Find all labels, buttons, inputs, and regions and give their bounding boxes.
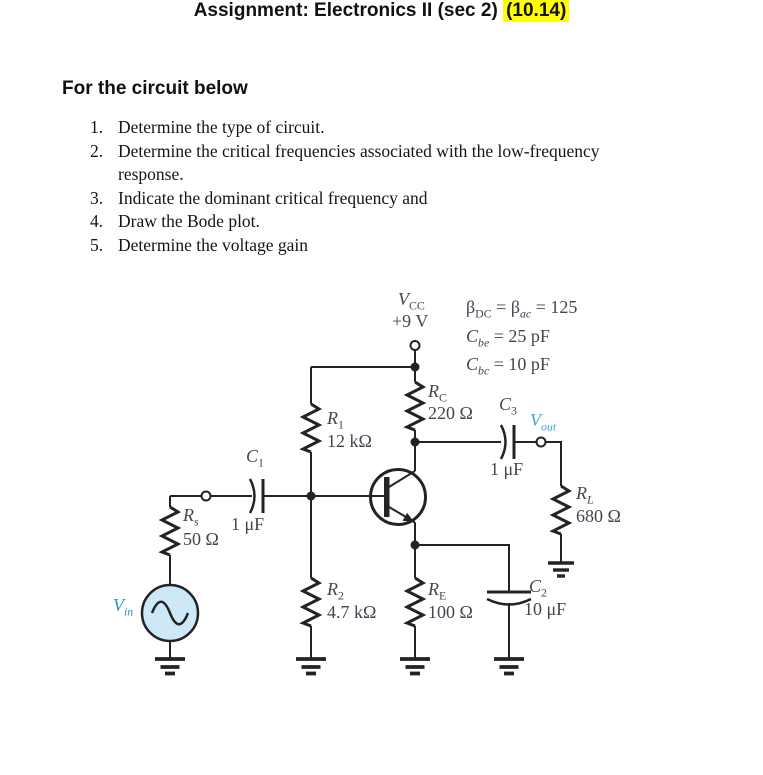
capacitor-curved-plate xyxy=(248,478,256,514)
vcc-terminal xyxy=(409,340,421,351)
transistor-emitter-arrow xyxy=(402,512,414,522)
resistor-re xyxy=(403,576,427,628)
c1-value: 1 μF xyxy=(231,514,265,534)
capacitor-c1 xyxy=(248,478,265,514)
transistor-body xyxy=(369,468,427,526)
vcc-label: VCC xyxy=(398,289,425,313)
ground-symbols xyxy=(155,561,574,676)
page-title-text: Assignment: Electronics II (sec 2) xyxy=(193,0,498,21)
ground-icon xyxy=(494,657,524,676)
c3-value: 1 μF xyxy=(490,459,524,479)
r2-value: 4.7 kΩ xyxy=(327,602,377,622)
c2-label: C2 xyxy=(529,576,547,600)
junction-dots xyxy=(306,362,420,550)
capacitor-curved-plate xyxy=(486,597,532,606)
transistor-collector-lead xyxy=(388,470,416,488)
vcc-value: +9 V xyxy=(392,311,429,331)
c3-label: C3 xyxy=(499,394,517,418)
ground-icon xyxy=(296,657,326,676)
task-list: 1. Determine the type of circuit. 2. Det… xyxy=(90,116,650,258)
capacitor-c2 xyxy=(486,590,532,606)
c2-value: 10 μF xyxy=(524,599,567,619)
input-terminal xyxy=(200,490,212,502)
junction-dot xyxy=(306,491,316,501)
rl-value: 680 Ω xyxy=(576,506,621,526)
task-number: 4. xyxy=(90,211,104,232)
c1-label: C1 xyxy=(246,446,264,470)
transistor-parameters: βDC = βac = 125 Cbe = 25 pF Cbc = 10 pF xyxy=(466,296,577,382)
task-item: 5. Determine the voltage gain xyxy=(90,234,650,258)
task-text: Determine the critical frequencies assoc… xyxy=(118,140,600,185)
param-beta: βDC = βac = 125 xyxy=(466,297,578,321)
rs-value: 50 Ω xyxy=(183,529,219,549)
transistor-emitter-lead xyxy=(388,506,407,518)
re-label: RE xyxy=(428,579,447,603)
task-item: 2. Determine the critical frequencies as… xyxy=(90,140,650,187)
page-title: Assignment: Electronics II (sec 2) (10.1… xyxy=(0,0,763,22)
rl-label: RL xyxy=(576,483,594,507)
sine-wave-icon xyxy=(150,600,190,626)
wire xyxy=(546,441,562,486)
resistor-r2 xyxy=(299,576,323,628)
param-cbc: Cbc = 10 pF xyxy=(466,354,550,378)
terminals xyxy=(200,340,547,502)
task-number: 2. xyxy=(90,140,104,161)
task-text: Determine the type of circuit. xyxy=(118,117,325,137)
resistor-r1 xyxy=(299,402,323,454)
rc-label: RC xyxy=(428,381,447,405)
task-text: Draw the Bode plot. xyxy=(118,211,260,232)
re-value: 100 Ω xyxy=(428,602,473,622)
wires xyxy=(169,350,562,659)
resistor-rs xyxy=(158,505,182,557)
circuit-diagram xyxy=(140,340,574,676)
r1-value: 12 kΩ xyxy=(327,431,372,451)
ground-icon xyxy=(548,561,574,578)
transistor xyxy=(369,468,427,526)
wire xyxy=(415,544,510,592)
task-number: 3. xyxy=(90,187,104,208)
output-terminal xyxy=(535,436,547,448)
resistor-rl xyxy=(549,484,573,536)
vin-label: Vin xyxy=(113,595,134,619)
vout-label: Vout xyxy=(530,410,557,434)
ground-icon xyxy=(155,657,185,676)
rc-value: 220 Ω xyxy=(428,403,473,423)
task-text: Determine the voltage gain xyxy=(118,234,308,255)
task-number: 5. xyxy=(90,234,104,255)
task-number: 1. xyxy=(90,117,104,137)
task-item: 1. Determine the type of circuit. xyxy=(90,116,650,140)
r2-label: R2 xyxy=(327,579,344,603)
junction-dot xyxy=(410,362,420,372)
wire xyxy=(412,520,416,578)
page-title-highlight: (10.14) xyxy=(503,0,570,22)
capacitor-c3 xyxy=(499,424,516,460)
junction-dot xyxy=(410,540,420,550)
capacitor-curved-plate xyxy=(499,424,507,460)
section-heading: For the circuit below xyxy=(62,78,248,99)
task-text: Indicate the dominant critical frequency… xyxy=(118,187,428,208)
rs-label: Rs xyxy=(183,505,199,529)
junction-dot xyxy=(410,437,420,447)
task-item: 3. Indicate the dominant critical freque… xyxy=(90,187,650,211)
transistor-base-bar xyxy=(384,477,390,517)
vin-source xyxy=(140,583,200,643)
resistor-rc xyxy=(403,380,427,432)
task-item: 4. Draw the Bode plot. xyxy=(90,210,650,234)
param-cbe: Cbe = 25 pF xyxy=(466,325,550,350)
r1-label: R1 xyxy=(327,408,344,432)
ground-icon xyxy=(400,657,430,676)
